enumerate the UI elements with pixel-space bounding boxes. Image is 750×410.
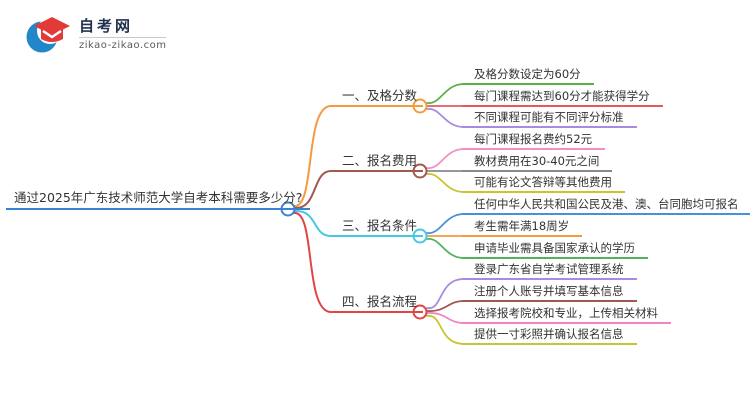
leaf-curve — [426, 108, 465, 128]
leaf-curve — [426, 278, 465, 309]
leaf-curve — [426, 238, 465, 259]
logo-divider — [79, 36, 167, 38]
branch-node-registration-requirements[interactable]: 三、报名条件 — [330, 217, 424, 237]
leaf-node[interactable]: 申请毕业需具备国家承认的学历 — [462, 240, 648, 259]
leaf-node[interactable]: 及格分数设定为60分 — [462, 66, 594, 85]
branch-curve-registration-process — [293, 211, 332, 313]
branch-node-registration-fee[interactable]: 二、报名费用 — [330, 152, 424, 172]
leaf-curve — [426, 300, 465, 312]
leaf-node[interactable]: 每门课程报名费约52元 — [462, 131, 606, 150]
leaf-curve — [426, 83, 465, 104]
leaf-node[interactable]: 任何中华人民共和国公民及港、澳、台同胞均可报名 — [462, 196, 750, 215]
branch-node-passing-score[interactable]: 一、及格分数 — [330, 87, 424, 107]
site-logo[interactable]: 自考网 zikao-zikao.com — [26, 13, 167, 55]
leaf-node[interactable]: 每门课程需达到60分才能获得学分 — [462, 88, 663, 107]
logo-domain: zikao-zikao.com — [79, 39, 167, 51]
leaf-node[interactable]: 不同课程可能有不同评分标准 — [462, 109, 637, 128]
leaf-curve — [426, 315, 465, 345]
leaf-node[interactable]: 考生需年满18周岁 — [462, 218, 583, 237]
leaf-node[interactable]: 提供一寸彩照并确认报名信息 — [462, 326, 637, 345]
leaf-curve — [426, 148, 465, 169]
leaf-curve — [426, 312, 465, 324]
branch-node-registration-process[interactable]: 四、报名流程 — [330, 293, 424, 313]
branch-curve-registration-requirements — [294, 209, 332, 237]
branch-curve-registration-fee — [294, 170, 332, 210]
graduation-cap-logo-icon — [26, 17, 70, 53]
root-node[interactable]: 通过2025年广东技术师范大学自考本科需要多少分? — [6, 189, 311, 210]
logo-title: 自考网 — [79, 16, 134, 35]
leaf-node[interactable]: 教材费用在30-40元之间 — [462, 153, 613, 172]
leaf-node[interactable]: 可能有论文答辩等其他费用 — [462, 174, 625, 193]
leaf-node[interactable]: 登录广东省自学考试管理系统 — [462, 261, 637, 280]
leaf-curve — [426, 173, 465, 193]
leaf-node[interactable]: 注册个人账号并填写基本信息 — [462, 283, 637, 302]
branch-curve-passing-score — [293, 105, 332, 208]
leaf-node[interactable]: 选择报考院校和专业，上传相关材料 — [462, 305, 671, 324]
leaf-curve — [426, 213, 465, 234]
